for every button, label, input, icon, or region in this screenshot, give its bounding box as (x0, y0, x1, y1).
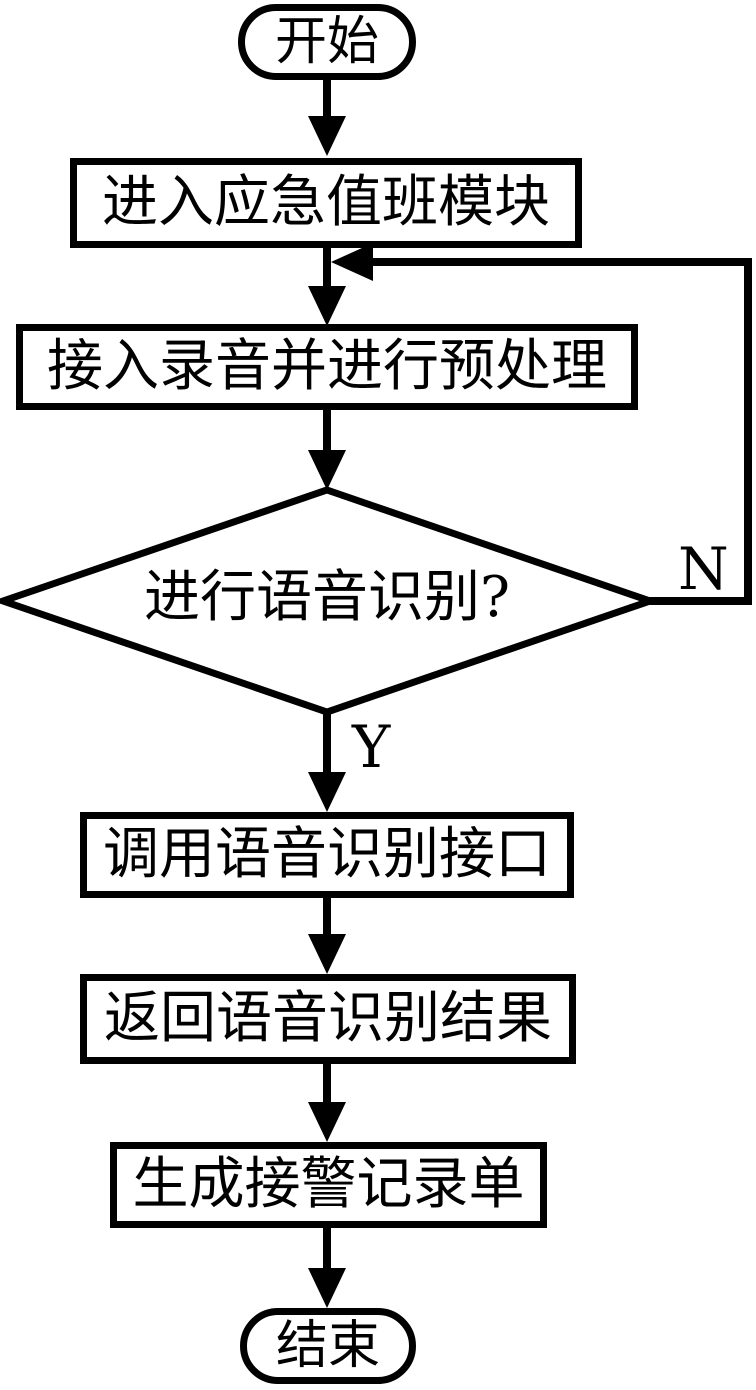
process-node-label: 生成接警记录单 (132, 1152, 525, 1217)
loop-return-bottom-line (646, 597, 752, 605)
process-node-generate-alarm-record-sheet: 生成接警记录单 (110, 1142, 547, 1228)
loop-return-top-line (365, 258, 752, 266)
edge-step1-step2-arrowhead-icon (308, 286, 346, 326)
process-node-call-speech-recognition-api: 调用语音识别接口 (80, 812, 574, 898)
start-terminal-node: 开始 (238, 4, 416, 80)
process-node-enter-emergency-duty-module: 进入应急值班模块 (70, 158, 582, 248)
edge-step4-step5-arrowhead-icon (308, 1102, 346, 1142)
end-terminal-node: 结束 (240, 1308, 416, 1384)
loop-return-right-line (744, 258, 752, 605)
edge-step2-decision-line (323, 410, 331, 454)
edge-start-step1-line (323, 78, 331, 120)
edge-decision-step3-line (323, 710, 331, 774)
process-node-return-speech-recognition-result: 返回语音识别结果 (80, 974, 576, 1064)
start-terminal-label: 开始 (274, 12, 379, 72)
decision-node-label: 进行语音识别? (143, 565, 511, 630)
process-node-label: 进入应急值班模块 (102, 170, 550, 235)
edge-label-no: N (678, 535, 729, 603)
edge-start-step1-arrowhead-icon (308, 116, 346, 156)
edge-step5-end-arrowhead-icon (308, 1268, 346, 1308)
process-node-access-recording-preprocess: 接入录音并进行预处理 (16, 324, 638, 410)
edge-step4-step5-line (323, 1064, 331, 1104)
end-terminal-label: 结束 (275, 1316, 380, 1376)
edge-decision-step3-arrowhead-icon (308, 772, 346, 812)
edge-step2-decision-arrowhead-icon (308, 450, 346, 490)
process-node-label: 调用语音识别接口 (103, 822, 551, 887)
edge-step5-end-line (323, 1228, 331, 1270)
process-node-label: 返回语音识别结果 (104, 986, 552, 1051)
process-node-label: 接入录音并进行预处理 (47, 334, 607, 399)
edge-label-yes: Y (352, 713, 391, 781)
edge-step3-step4-arrowhead-icon (308, 934, 346, 974)
edge-step1-step2-line (323, 246, 331, 290)
edge-step3-step4-line (323, 898, 331, 938)
